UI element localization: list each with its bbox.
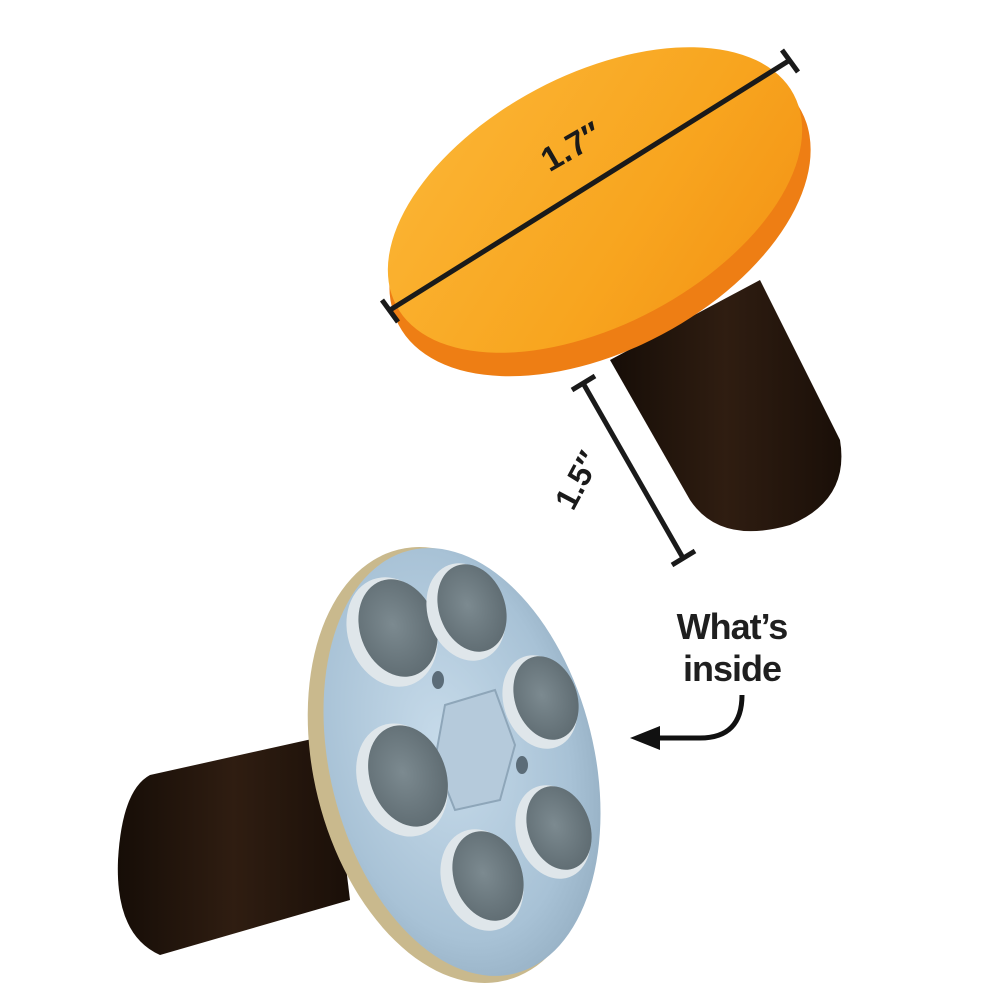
top-knob-cap-face — [387, 47, 803, 353]
cap-diameter-tick-right — [779, 48, 801, 74]
magnet-1 — [346, 577, 438, 687]
callout-line-1: What’s — [676, 606, 789, 647]
magnet-3 — [502, 655, 579, 749]
cap-diameter-tick-left — [379, 298, 401, 324]
magnets — [346, 563, 592, 931]
callout-line-2: inside — [682, 648, 782, 689]
magnet-6 — [440, 829, 524, 931]
bottom-knob — [117, 547, 601, 983]
whats-inside-callout: What’s inside — [672, 606, 792, 690]
plate-hole — [516, 756, 528, 774]
top-knob-stem — [610, 280, 842, 532]
top-knob — [379, 47, 842, 532]
bottom-knob-stem — [117, 735, 350, 955]
magnet-4 — [356, 723, 448, 837]
magnet-2 — [426, 563, 507, 661]
magnet-5 — [515, 785, 592, 879]
stem-length-dimension — [570, 373, 697, 568]
plate-hole — [432, 671, 444, 689]
callout-arrow — [630, 694, 745, 750]
cap-diameter-line — [388, 57, 792, 313]
